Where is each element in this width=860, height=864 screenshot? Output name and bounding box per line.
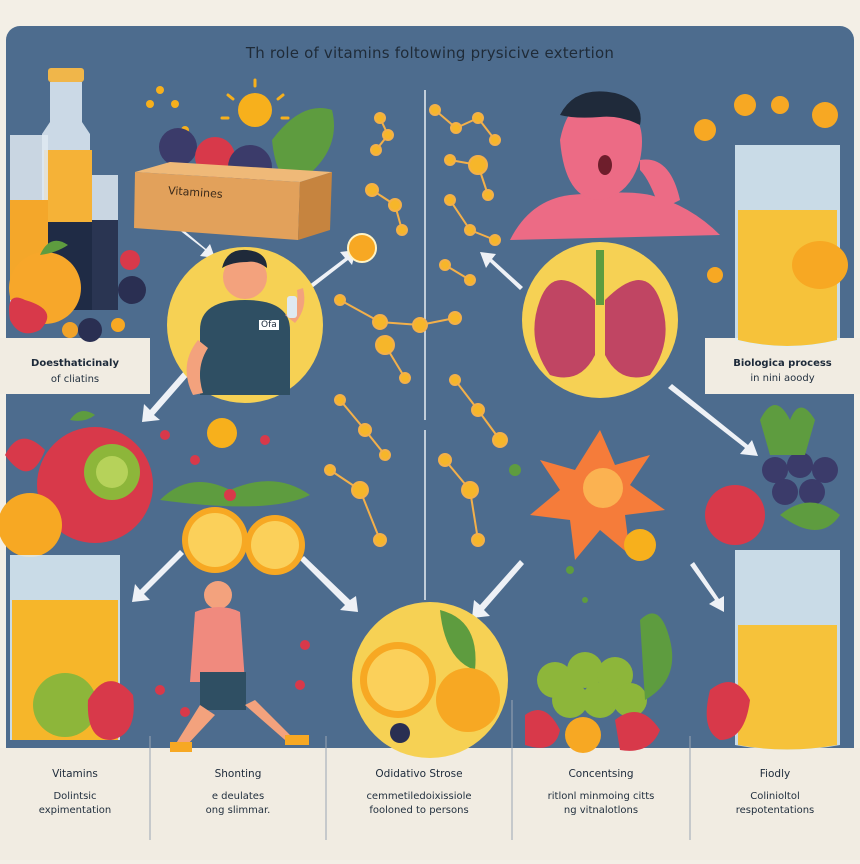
fruit-cluster-right	[705, 405, 840, 545]
runner-illustration	[167, 247, 323, 403]
vitamin-crate	[134, 108, 334, 240]
juice-glass-bottom-right	[706, 550, 840, 750]
bottom-text-shonting-1: e deulates	[211, 791, 265, 802]
left-label-subtitle: of cliatins	[50, 374, 100, 385]
label-band-left	[0, 338, 150, 394]
juice-glass-bottom-left	[10, 555, 134, 740]
arrow-right-down	[690, 562, 724, 612]
bottom-text-concentsing-1: ritlonl minmoing citts	[547, 791, 655, 802]
arrow-to-bottom-center	[300, 556, 358, 612]
arrow-runner-to-molecule	[300, 250, 356, 295]
bottom-title-fiodly: Fiodly	[759, 768, 791, 780]
arrow-lungs-down-right	[668, 384, 758, 456]
page-title: Th role of vitamins foltowing prysicive …	[245, 44, 615, 62]
bottom-label-band	[0, 748, 860, 860]
arrow-molecule-to-lungs	[480, 252, 523, 290]
bottom-text-fiodly-1: Colinioltol	[750, 791, 800, 802]
oranges-illustration	[160, 418, 310, 575]
juice-glass-top-right	[694, 94, 848, 347]
athlete-illustration	[155, 581, 310, 752]
bottom-text-fiodly-2: respotentations	[735, 805, 815, 816]
bottom-text-oxidative-2: fooloned to persons	[369, 805, 469, 816]
orange-circle-illustration	[352, 602, 508, 758]
lungs-illustration	[522, 242, 678, 398]
bottom-title-vitamins: Vitamins	[52, 768, 98, 780]
arrow-runner-down-left	[142, 370, 189, 422]
grapes-cluster-illustration	[525, 613, 673, 753]
fruit-cluster-top-left	[9, 240, 146, 342]
oxidative-burst-illustration	[509, 430, 665, 603]
shirt-tag: Ofa	[259, 320, 279, 330]
arrow-burst-to-bottom	[472, 560, 524, 618]
right-label-subtitle: in nini aoody	[750, 373, 815, 384]
left-label-title: Doesthaticinaly	[31, 358, 119, 369]
bottom-title-concentsing: Concentsing	[568, 768, 634, 780]
bottom-text-vitamins-1: Dolintsic	[53, 791, 97, 802]
bottom-title-oxidative: Odidativo Strose	[375, 768, 463, 780]
bottom-text-concentsing-2: ng vitnalotlons	[563, 805, 639, 816]
bottom-dividers	[149, 700, 691, 840]
bottom-text-shonting-2: ong slimmar.	[205, 805, 271, 816]
bottom-title-shonting: Shonting	[214, 768, 262, 780]
fruit-cluster-bottom-left	[0, 411, 153, 557]
right-label-title: Biologica process	[733, 358, 832, 369]
stressed-person-illustration	[510, 91, 720, 240]
molecule-network-center	[324, 104, 508, 547]
label-band-right	[705, 338, 860, 394]
bottom-text-oxidative-1: cemmetiledoixissiole	[366, 791, 472, 802]
arrow-oranges-down-left	[132, 550, 184, 602]
bottom-text-vitamins-2: expimentation	[38, 805, 112, 816]
